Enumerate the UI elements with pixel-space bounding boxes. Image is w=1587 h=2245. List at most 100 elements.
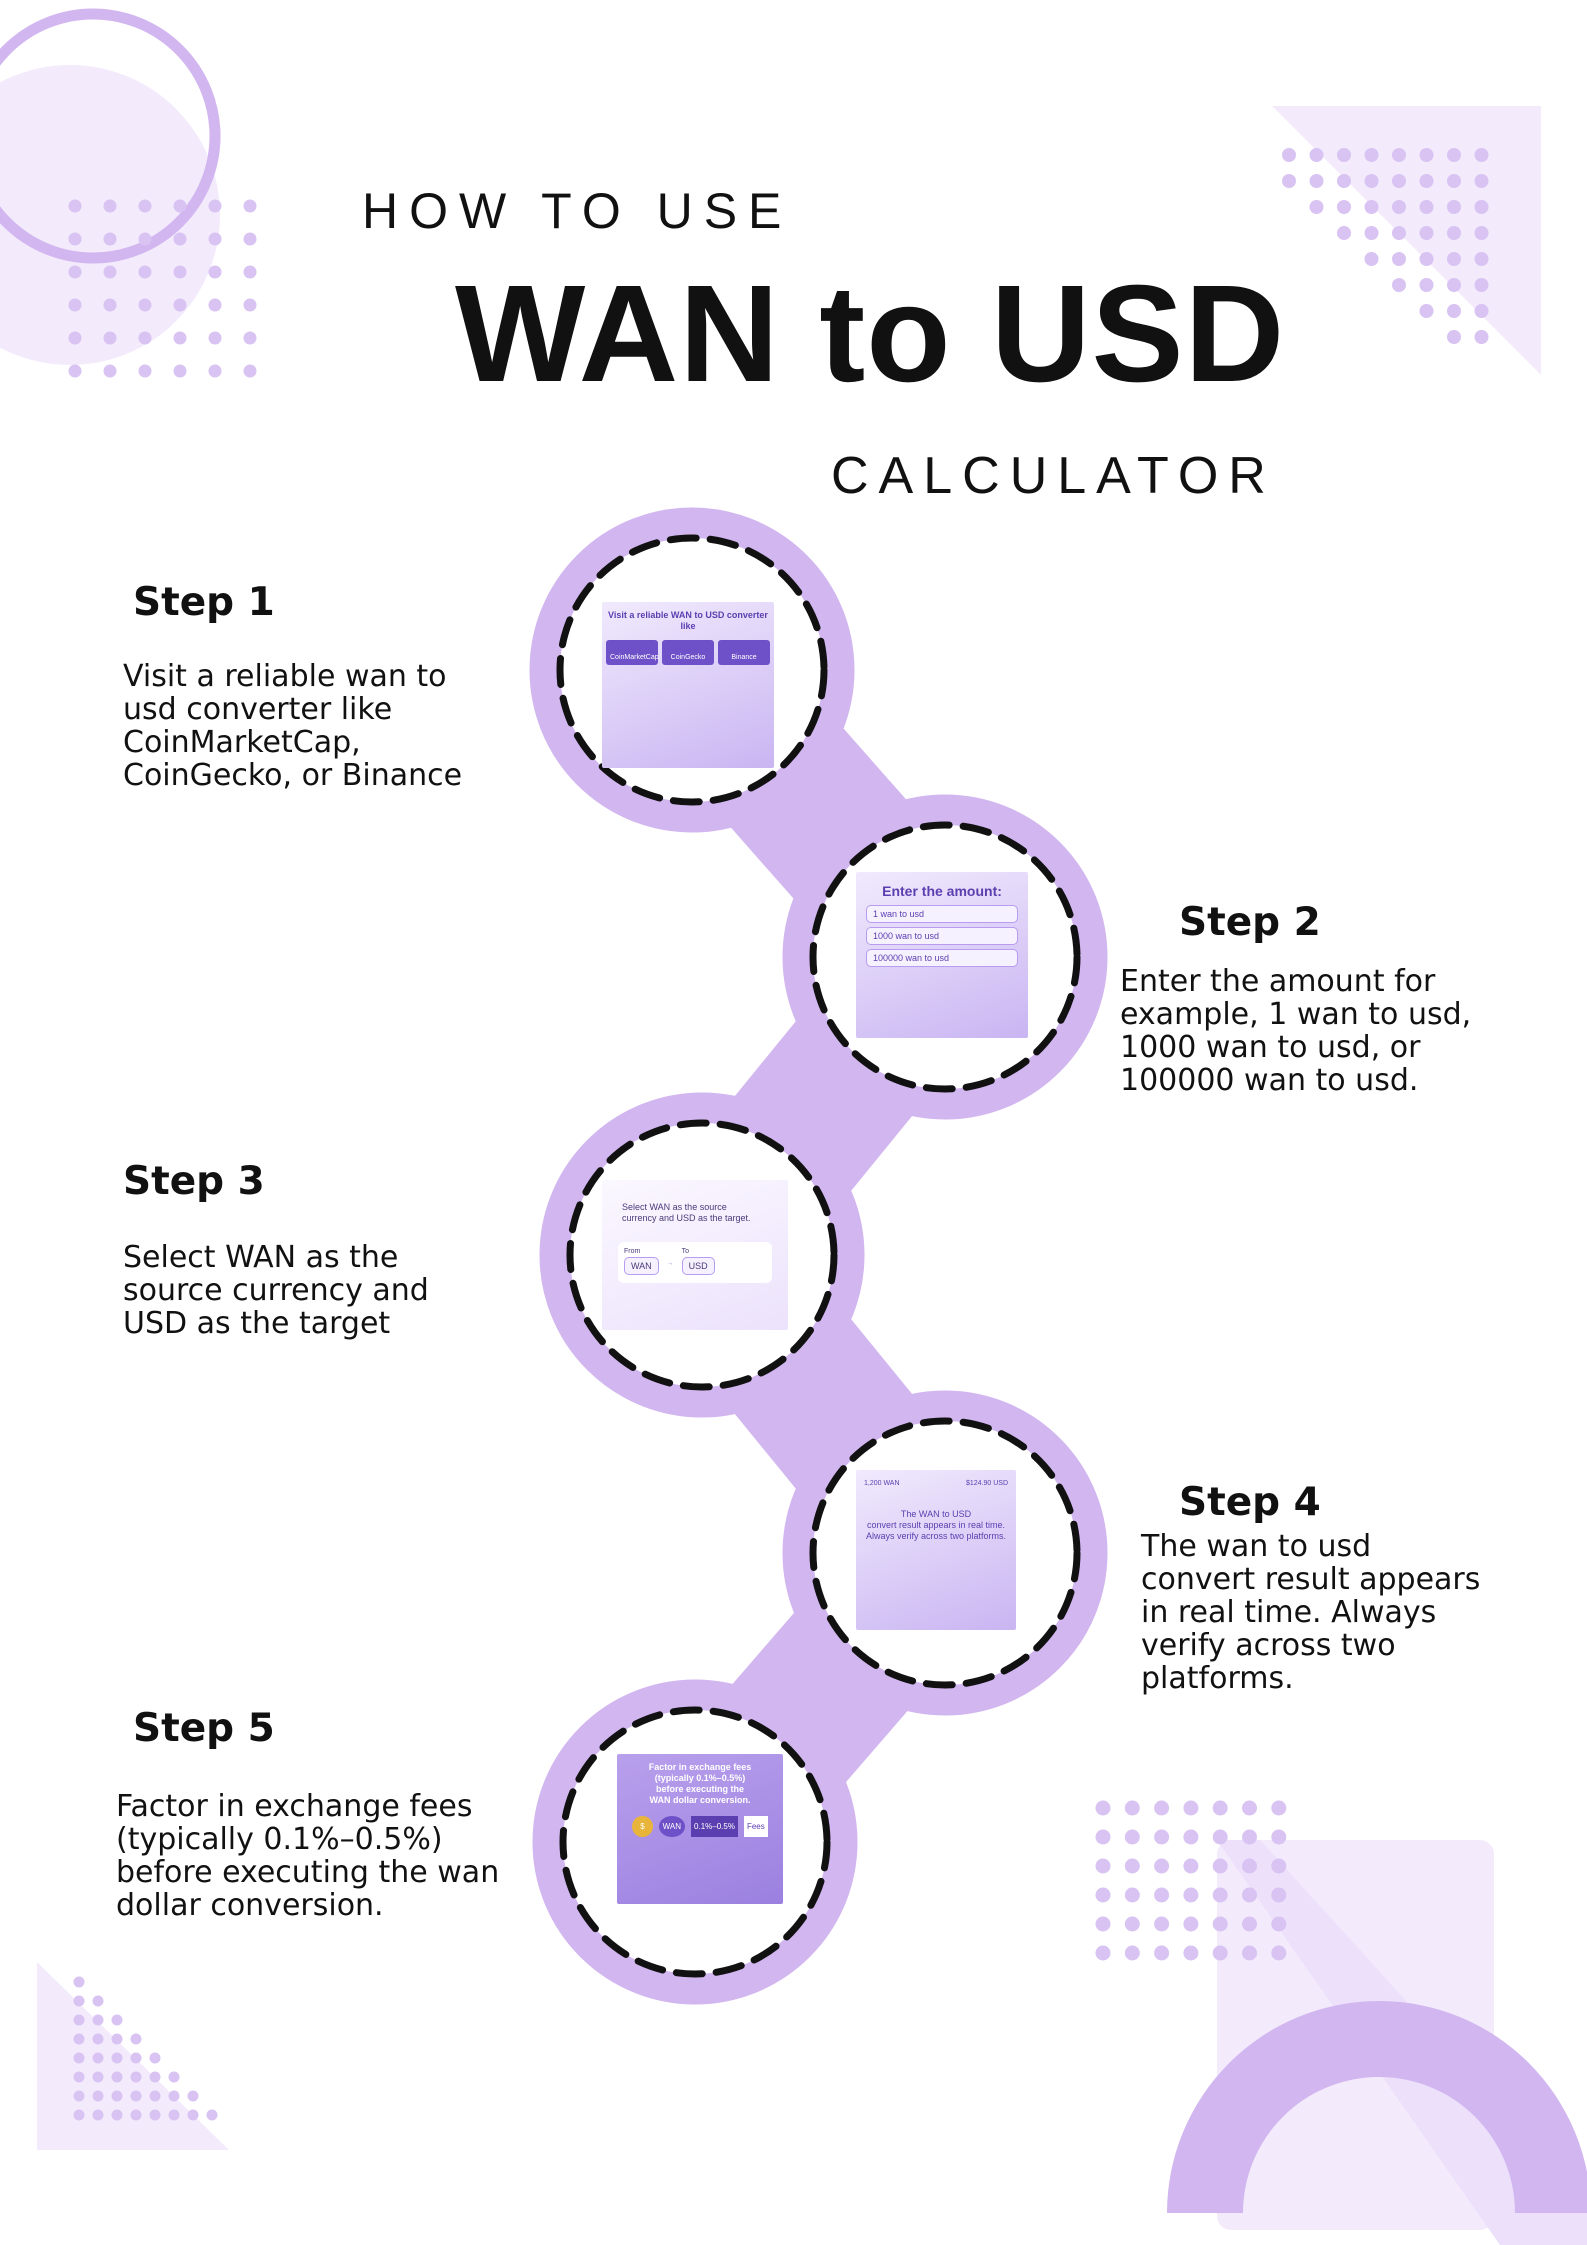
step-5-title: Step 5 [133,1706,275,1751]
amount-example-1: 1 wan to usd [866,905,1018,923]
decor-dot [1095,1800,1111,1816]
decor-dot [1419,200,1434,214]
decor-dot [208,298,222,312]
decor-dot [1095,1945,1111,1961]
decor-dot [1309,174,1324,188]
step-1-illustration: Visit a reliable WAN to USD converter li… [602,602,774,768]
decor-dot [130,2033,142,2045]
decor-dot [187,2109,199,2121]
decor-dot [1242,1800,1257,1816]
decor-dot [1154,1829,1170,1845]
decor-dot [92,2090,104,2102]
decor-dot [1419,174,1434,188]
decor-dot [92,2014,104,2026]
decor-dot [1183,1945,1199,1961]
decor-dot [173,265,187,279]
decor-ring-circle [0,8,221,264]
decor-dot [149,2109,161,2121]
step-5-illustration: Factor in exchange fees (typically 0.1%–… [617,1754,783,1904]
decor-dot [1474,148,1489,162]
decor-dot [111,2090,123,2102]
decor-dot [208,232,222,246]
decor-dot [1447,226,1461,240]
page-title: WAN to USD [455,257,1286,411]
from-currency: WAN [624,1257,659,1275]
decor-dot [73,2071,85,2083]
decor-dot [73,1995,85,2007]
decor-dot [103,298,117,312]
decor-dot [1282,148,1296,162]
decor-dot [1154,1800,1170,1816]
coingecko-laptop: CoinGecko [662,640,714,665]
decor-dot [208,199,222,213]
step-1-title: Step 1 [133,580,275,625]
decor-dot [168,2109,180,2121]
decor-dot [68,298,82,312]
decor-dot [1474,200,1489,214]
decor-dot [1271,1945,1287,1961]
step-2-illustration: Enter the amount: 1 wan to usd 1000 wan … [856,872,1028,1038]
decor-dot [138,364,152,378]
decor-dot [130,2090,142,2102]
decor-dot [1242,1945,1257,1961]
binance-laptop: Binance [718,640,770,665]
decor-dot [173,331,187,345]
decor-dot [1364,174,1379,188]
decor-dot [149,2090,161,2102]
decor-dot [1183,1887,1199,1903]
decor-filled-circle [0,65,220,365]
to-label: To [681,1248,690,1255]
step-2-body: Enter the amount for example, 1 wan to u… [1120,964,1472,1098]
step-4-body: The wan to usd convert result appears in… [1141,1529,1481,1696]
decor-dot [111,2014,123,2026]
decor-dot [92,2109,104,2121]
decor-dot [187,2090,199,2102]
decor-dot [1364,200,1379,214]
decor-dot [1419,148,1434,162]
decor-dot [1337,148,1351,162]
decor-dot [1392,226,1406,240]
decor-dot [92,2052,104,2064]
title-how-to-use: HOW TO USE [362,183,793,239]
decor-dot [243,265,257,279]
decor-dot [1095,1887,1111,1903]
decor-dot [73,2033,85,2045]
decor-dot [1474,252,1489,266]
decor-dot [111,2033,123,2045]
decor-dot [1392,278,1406,292]
decor-dot [173,298,187,312]
to-currency: USD [681,1257,715,1275]
decor-dot [1271,1858,1287,1874]
decor-dot [103,232,117,246]
decor-dot [173,232,187,246]
decor-dot [173,199,187,213]
decor-dot [1154,1945,1170,1961]
decor-dot [103,199,117,213]
decor-dot [1212,1858,1228,1874]
amount-example-3: 100000 wan to usd [866,949,1018,967]
coinmarketcap-laptop: CoinMarketCap [606,640,659,665]
decor-dot [1124,1829,1140,1845]
step-2-title: Step 2 [1179,900,1321,945]
decor-dot [1212,1916,1228,1932]
decor-dot [92,2033,104,2045]
step-4-image-caption: The WAN to USD convert result appears in… [865,1509,1007,1541]
decor-dot [1183,1858,1199,1874]
decor-dot [243,232,257,246]
step-3-title: Step 3 [123,1159,265,1204]
decor-dot [1392,148,1406,162]
decor-dot [111,2109,123,2121]
decor-dot [1282,174,1296,188]
step-3-illustration: Select WAN as the source currency and US… [602,1180,788,1330]
decor-dot [130,2052,142,2064]
decor-dot [103,331,117,345]
step-4-illustration: 1,200 WAN $124.90 USD The WAN to USD con… [856,1470,1016,1630]
decor-dot [73,2090,85,2102]
decor-dot [1242,1829,1257,1845]
decor-dot [1124,1945,1140,1961]
decor-dot [1419,304,1434,318]
decor-dot [138,298,152,312]
decor-dot [1447,148,1461,162]
step-3-image-caption: Select WAN as the source currency and US… [622,1202,751,1223]
decor-dot [1212,1887,1228,1903]
